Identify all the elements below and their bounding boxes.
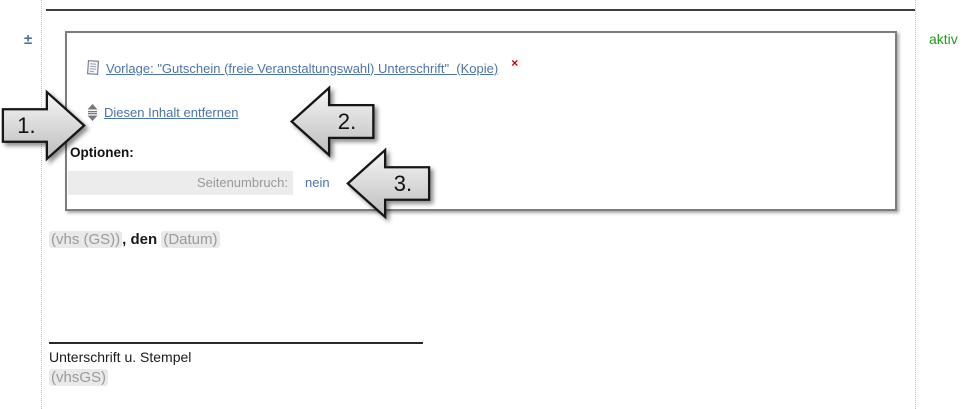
right-margin-guide	[915, 0, 916, 409]
delete-template-button[interactable]: ×	[511, 56, 519, 70]
signature-line	[49, 342, 423, 344]
pagebreak-value-toggle[interactable]: nein	[305, 175, 330, 190]
annotation-step-label: 1.	[17, 113, 35, 138]
options-heading: Optionen:	[70, 145, 134, 160]
pagebreak-label: Seitenumbruch:	[68, 171, 293, 195]
annotation-arrow-1: 1.	[1, 89, 86, 162]
signer-token-line: (vhsGS)	[49, 369, 109, 386]
document-date-line: (vhs (GS)), den (Datum)	[49, 231, 220, 248]
remove-content-link[interactable]: Diesen Inhalt entfernen	[104, 105, 239, 120]
annotation-step-label: 3.	[394, 171, 412, 196]
signature-caption: Unterschrift u. Stempel	[49, 349, 192, 365]
expand-collapse-toggle[interactable]: ±	[24, 31, 33, 48]
place-token: (vhs (GS))	[49, 231, 123, 248]
template-row: Vorlage: "Gutschein (freie Veranstaltung…	[87, 56, 518, 76]
status-badge: aktiv	[929, 31, 958, 47]
date-token: (Datum)	[161, 231, 220, 248]
template-link[interactable]: Vorlage: "Gutschein (freie Veranstaltung…	[106, 60, 499, 76]
annotation-arrow-2: 2.	[289, 85, 375, 158]
date-connector: , den	[122, 231, 162, 248]
annotation-step-label: 2.	[338, 109, 356, 134]
top-divider	[46, 9, 915, 11]
content-block-panel: Vorlage: "Gutschein (freie Veranstaltung…	[65, 31, 897, 211]
move-handle-icon[interactable]	[87, 104, 98, 121]
remove-row: Diesen Inhalt entfernen	[87, 104, 238, 121]
signer-token: (vhsGS)	[49, 369, 109, 386]
left-margin-guide	[41, 0, 42, 409]
annotation-arrow-3: 3.	[346, 147, 431, 220]
document-icon	[87, 60, 100, 75]
